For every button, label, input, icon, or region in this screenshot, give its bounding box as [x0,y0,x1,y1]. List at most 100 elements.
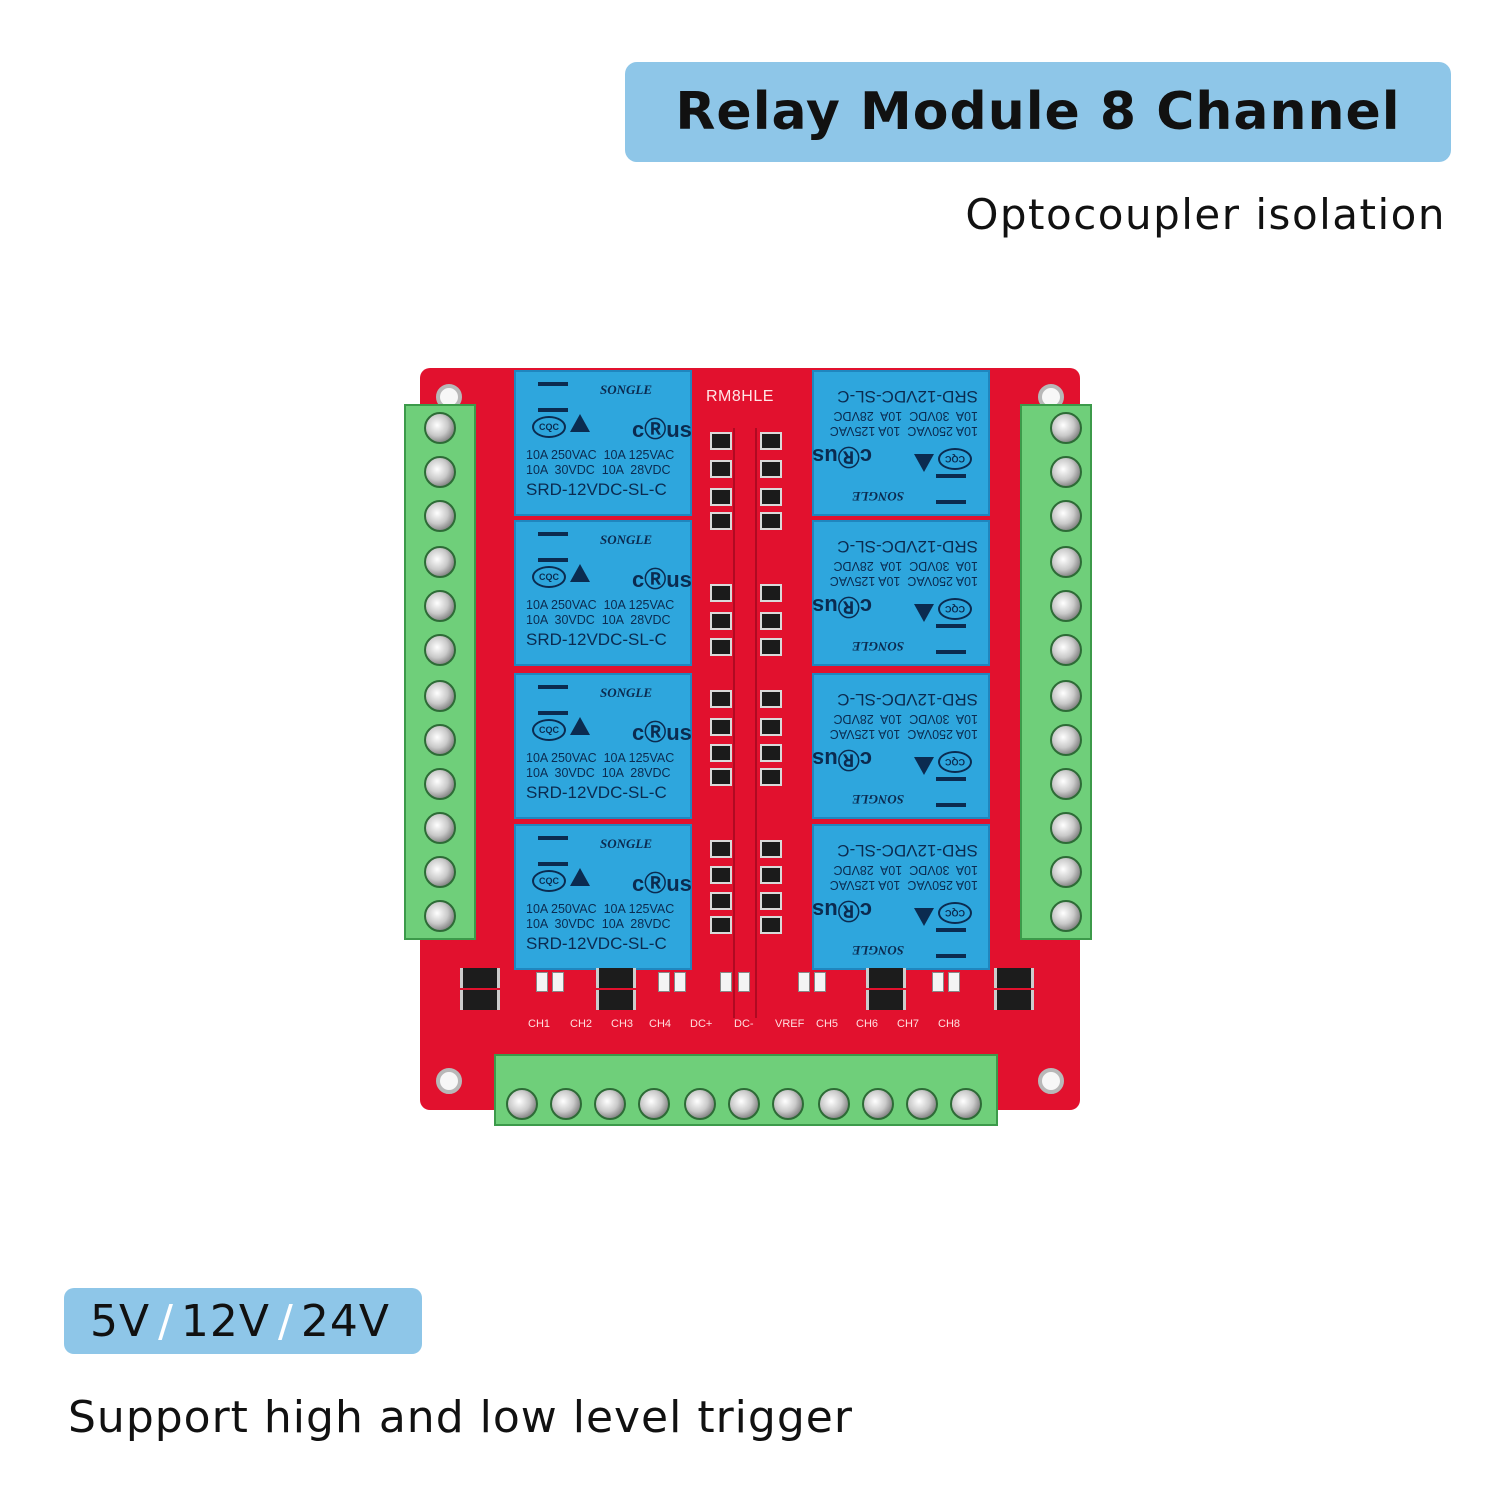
smd-resistor [658,972,670,992]
relay-brand: SONGLE [600,382,653,397]
trigger-description: Support high and low level trigger [68,1392,853,1443]
relay-model: SRD-12VDC-SL-C [837,537,978,556]
relay-spec-dc: 10A 30VDC 10A 28VDC [833,559,978,573]
smd-transistor [710,584,732,602]
certification-triangle-icon [570,564,590,582]
relay-spec-ac: 10A 250VAC 10A 125VAC [526,448,675,462]
terminal-screw-icon [1050,900,1082,932]
smd-transistor [710,638,732,656]
pin-label: DC+ [690,1018,713,1030]
relay-spec-ac: 10A 250VAC 10A 125VAC [829,574,978,588]
smd-resistor [738,972,750,992]
smd-resistor [674,972,686,992]
relay-spec-ac: 10A 250VAC 10A 125VAC [829,424,978,438]
ul-mark: cⓇus [632,871,692,896]
smd-transistor [760,744,782,762]
terminal-screw-icon [1050,456,1082,488]
songle-logo-icon [538,685,568,715]
ul-mark: cⓇus [632,720,692,745]
smd-transistor [760,718,782,736]
cqc-mark: CQC [938,448,972,470]
voltage-option: 12V [180,1295,271,1347]
board-slot [733,428,735,1018]
smd-transistor [760,840,782,858]
terminal-screw-icon [550,1088,582,1120]
pin-label: DC- [734,1018,754,1030]
smd-transistor [710,460,732,478]
separator-icon: / [158,1295,173,1347]
optocoupler-chip [866,990,906,1010]
ul-mark: cⓇus [632,567,692,592]
certification-triangle-icon [914,604,934,622]
ul-mark: cⓇus [632,417,692,442]
pin-label: VREF [775,1018,805,1030]
smd-transistor [760,690,782,708]
relay-brand: SONGLE [600,836,653,851]
board-model-label: RM8HLE [706,388,774,405]
terminal-screw-icon [728,1088,760,1120]
terminal-screw-icon [1050,546,1082,578]
relay-model: SRD-12VDC-SL-C [526,630,667,649]
songle-logo-icon [936,928,966,958]
terminal-screw-icon [1050,768,1082,800]
relay-spec-dc: 10A 30VDC 10A 28VDC [526,766,671,780]
terminal-screw-icon [1050,590,1082,622]
smd-transistor [760,460,782,478]
certification-triangle-icon [570,868,590,886]
pin-label: CH4 [649,1018,672,1030]
terminal-screw-icon [862,1088,894,1120]
terminal-screw-icon [424,500,456,532]
relay-brand: SONGLE [851,639,904,654]
smd-transistor [760,768,782,786]
terminal-screw-icon [424,546,456,578]
smd-transistor [710,690,732,708]
terminal-screw-icon [950,1088,982,1120]
smd-transistor [760,866,782,884]
songle-logo-icon [936,474,966,504]
relay-spec-dc: 10A 30VDC 10A 28VDC [833,863,978,877]
songle-logo-icon [936,777,966,807]
certification-triangle-icon [570,717,590,735]
relay-spec-dc: 10A 30VDC 10A 28VDC [526,917,671,931]
terminal-screw-icon [424,724,456,756]
relay-model: SRD-12VDC-SL-C [837,387,978,406]
relay-brand: SONGLE [851,792,904,807]
ul-mark: cⓇus [812,747,872,772]
relay-spec-dc: 10A 30VDC 10A 28VDC [526,463,671,477]
smd-resistor [536,972,548,992]
terminal-block-right [1020,404,1092,940]
ul-mark: cⓇus [812,898,872,923]
cqc-mark: CQC [938,598,972,620]
terminal-screw-icon [906,1088,938,1120]
relay-brand: SONGLE [851,943,904,958]
optocoupler-chip [994,990,1034,1010]
pin-label: CH1 [528,1018,551,1030]
terminal-screw-icon [424,768,456,800]
smd-transistor [710,892,732,910]
cqc-mark: CQC [938,902,972,924]
smd-transistor [710,916,732,934]
smd-transistor [710,512,732,530]
smd-transistor [760,638,782,656]
cqc-mark: CQC [938,751,972,773]
smd-resistor [948,972,960,992]
cqc-mark: CQC [532,566,566,588]
terminal-screw-icon [594,1088,626,1120]
certification-triangle-icon [914,757,934,775]
smd-transistor [760,916,782,934]
optocoupler-chip [460,968,500,988]
mount-hole [1038,1068,1064,1094]
terminal-screw-icon [1050,680,1082,712]
title-banner: Relay Module 8 Channel [625,62,1451,162]
smd-transistor [710,432,732,450]
terminal-screw-icon [772,1088,804,1120]
relay-spec-dc: 10A 30VDC 10A 28VDC [833,712,978,726]
voltage-option: 5V [90,1295,151,1347]
smd-transistor [760,892,782,910]
smd-transistor [760,512,782,530]
songle-logo-icon [936,624,966,654]
